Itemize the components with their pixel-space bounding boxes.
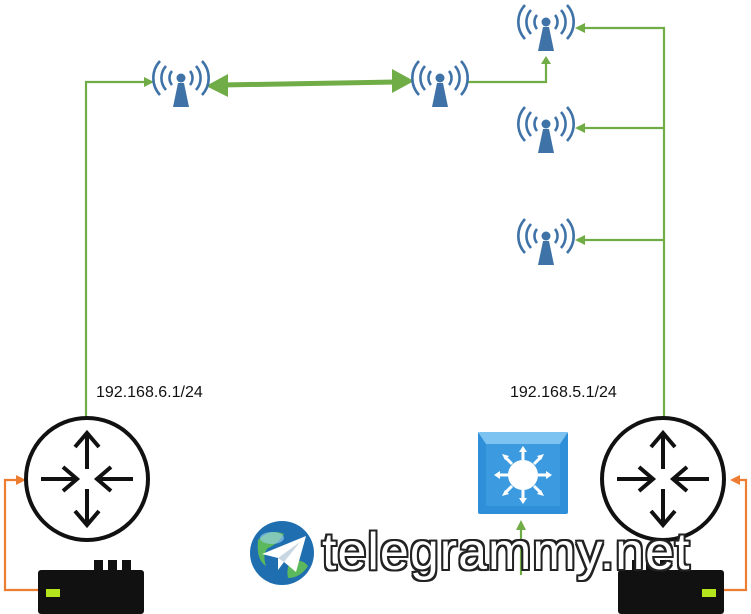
- link-ap-right-to-top-ap: [468, 62, 548, 84]
- modem-icon: [38, 560, 144, 614]
- link-right-router-trunk: [583, 26, 666, 420]
- arrowhead-left-ap: [144, 77, 154, 87]
- watermark-text: telegrammy.net: [322, 523, 691, 581]
- bridge-arrowhead-left: [206, 74, 228, 97]
- arrowhead-left-router: [16, 475, 26, 485]
- right-subnet-label: 192.168.5.1/24: [510, 384, 617, 401]
- arrowhead-ap-top: [575, 23, 585, 33]
- bridge-arrowhead-right: [392, 69, 414, 93]
- left-subnet-label: 192.168.6.1/24: [96, 384, 203, 401]
- wifi-tower-icon: [517, 217, 575, 267]
- green-links: [84, 26, 666, 575]
- wifi-tower-icon: [152, 59, 210, 109]
- orange-links: [3, 478, 748, 592]
- arrowhead-ap-mid: [575, 123, 585, 133]
- link-left-router-to-ap: [84, 80, 146, 420]
- orange-arrowheads: [16, 475, 740, 485]
- modem-icon: [618, 560, 724, 614]
- arrowhead-top-ap: [541, 56, 551, 64]
- watermark: telegrammy.net: [248, 518, 728, 588]
- arrowhead-switch: [516, 520, 526, 530]
- router-icon: [24, 416, 150, 542]
- switch-icon: [478, 432, 568, 514]
- wifi-tower-icon: [517, 105, 575, 155]
- wifi-tower-icon: [411, 59, 469, 109]
- arrowhead-ap-low: [575, 235, 585, 245]
- wireless-bridge-link: [206, 69, 414, 97]
- link-right-modem-to-router: [724, 478, 748, 592]
- green-arrowheads: [144, 23, 585, 530]
- arrowhead-right-router: [730, 475, 740, 485]
- link-left-modem-to-router: [3, 478, 38, 592]
- wifi-tower-icon: [517, 3, 575, 53]
- telegram-globe-icon: [250, 521, 314, 585]
